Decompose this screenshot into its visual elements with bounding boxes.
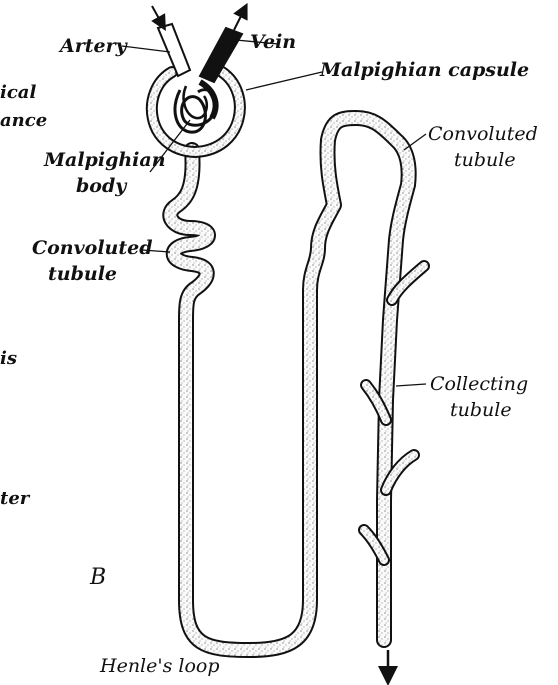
glomerulus <box>175 82 216 132</box>
convoluted-tubule-right-label-line1: Convoluted <box>428 123 538 145</box>
figure-letter-label: B <box>89 565 106 590</box>
edge-fragment-1: ical <box>0 82 36 103</box>
collecting-tubule-label-line1: Collecting <box>430 373 528 395</box>
edge-fragment-3: is <box>0 348 17 369</box>
edge-fragment-2: ance <box>0 110 47 131</box>
malpighian-capsule <box>152 72 240 152</box>
collecting-tubule-label-line2: tubule <box>450 399 512 421</box>
edge-fragment-4: ter <box>0 488 31 509</box>
malpighian-capsule-label: Malpighian capsule <box>319 59 529 81</box>
artery-label: Artery <box>58 35 129 57</box>
malpighian-body-label-line2: body <box>76 175 128 197</box>
vein-outflow-arrow <box>234 10 244 30</box>
convoluted-tubule-left-label-line2: tubule <box>48 263 117 285</box>
convoluted-tubule-right-label-line2: tubule <box>454 149 516 171</box>
vein-label: Vein <box>250 31 296 53</box>
convoluted-tubule-left-label-line1: Convoluted <box>32 237 153 259</box>
malpighian-body-label-line1: Malpighian <box>43 149 166 171</box>
artery-vessel <box>152 6 190 76</box>
artery-inflow-arrow <box>152 6 162 24</box>
collecting-tubule <box>364 266 424 676</box>
henles-loop-label: Henle's loop <box>99 655 220 677</box>
